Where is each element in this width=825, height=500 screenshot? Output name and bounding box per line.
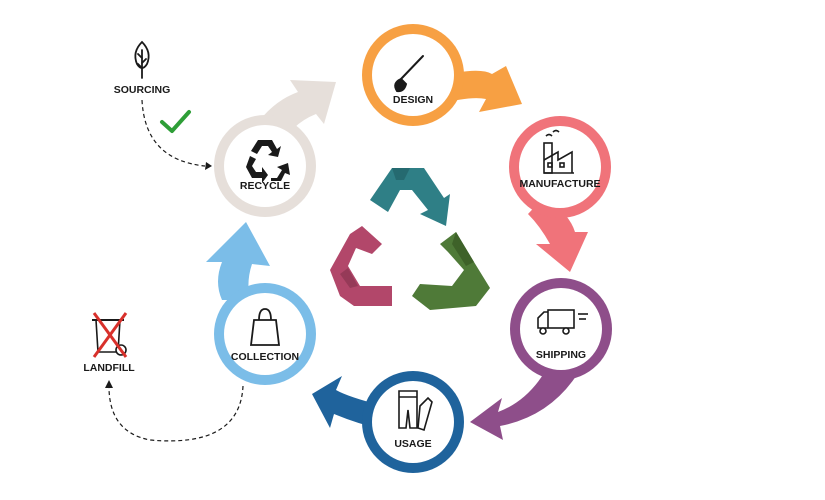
crossed-out-bin-icon <box>92 312 128 358</box>
delivery-truck-icon <box>537 309 588 335</box>
stage-label-shipping: SHIPPING <box>536 349 586 361</box>
shopping-bag-icon <box>249 308 281 346</box>
paintbrush-icon <box>394 55 424 93</box>
sourcing-node: SOURCING <box>114 40 212 170</box>
stage-recycle: RECYCLE <box>214 115 316 217</box>
stage-label-design: DESIGN <box>393 94 433 106</box>
leaf-icon <box>134 40 150 79</box>
jeans-icon <box>398 390 433 432</box>
sourcing-dashed-connector <box>141 99 206 167</box>
stage-design: DESIGN <box>362 24 464 126</box>
stage-collection: COLLECTION <box>214 283 316 385</box>
stage-manufacture: MANUFACTURE <box>509 116 611 218</box>
stage-label-recycle: RECYCLE <box>240 180 290 192</box>
landfill-label: LANDFILL <box>83 362 135 374</box>
stage-label-collection: COLLECTION <box>231 351 299 363</box>
factory-icon <box>543 129 574 174</box>
denim-recycle-symbol-icon <box>330 168 490 310</box>
sourcing-connector-arrowhead <box>205 162 212 170</box>
sourcing-label: SOURCING <box>114 84 171 96</box>
recycle-icon <box>246 140 290 183</box>
green-checkmark-icon <box>160 110 191 133</box>
arrow-collection-to-recycle <box>206 222 270 300</box>
stage-label-usage: USAGE <box>394 438 431 450</box>
landfill-connector-arrowhead <box>105 380 113 388</box>
stage-shipping: SHIPPING <box>510 278 612 380</box>
landfill-node: LANDFILL <box>83 312 244 442</box>
landfill-dashed-connector <box>108 383 244 442</box>
stage-usage: USAGE <box>362 371 464 473</box>
stage-label-manufacture: MANUFACTURE <box>519 178 600 190</box>
